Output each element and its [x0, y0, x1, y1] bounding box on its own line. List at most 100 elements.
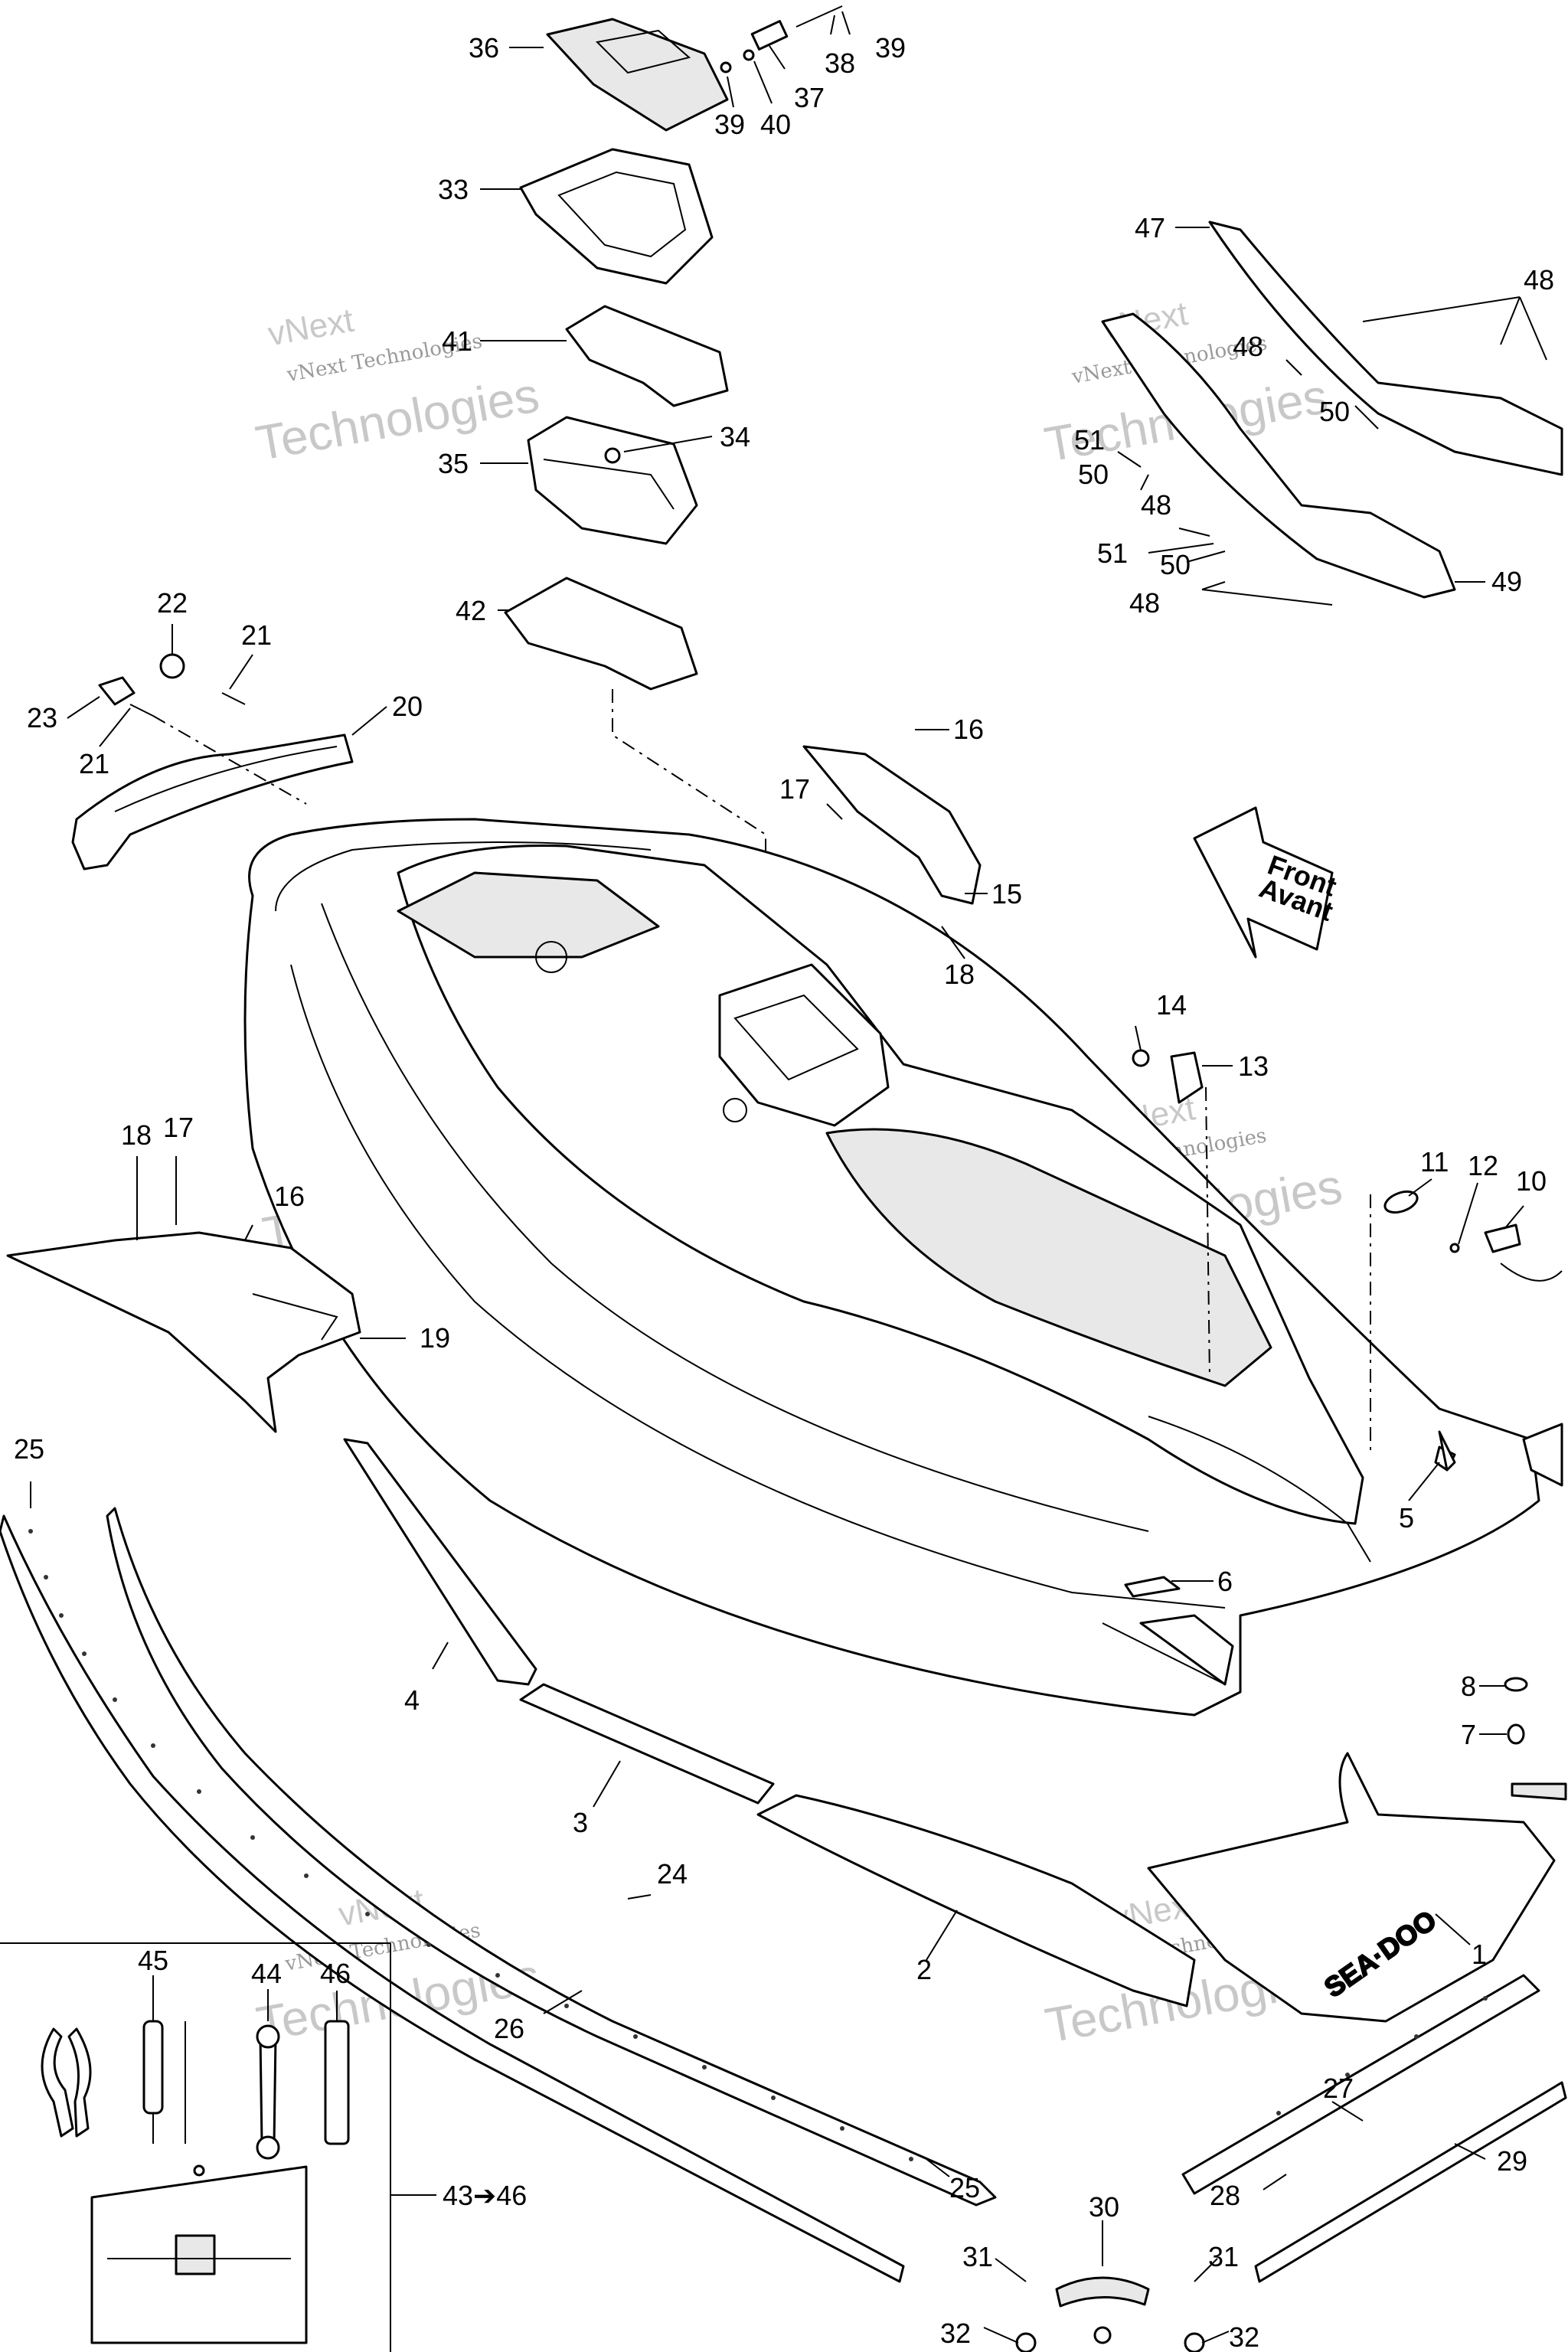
callout-47: 47 [1135, 212, 1165, 243]
callout-34: 34 [720, 421, 750, 452]
callout-16: 16 [953, 714, 984, 745]
callout-20: 20 [392, 691, 423, 722]
bracket [1170, 1051, 1204, 1104]
drain-plug-washer [1507, 1723, 1525, 1745]
callout-14: 14 [1156, 989, 1187, 1021]
callout-12: 12 [1468, 1150, 1498, 1181]
storage-bin [527, 416, 698, 545]
callout-46: 46 [320, 1958, 351, 1989]
callout-33: 33 [438, 174, 469, 205]
decal-5 [1438, 1430, 1456, 1472]
callout-45: 45 [138, 1945, 168, 1976]
callout-16-b: 16 [274, 1181, 305, 1212]
rail-cap [1055, 2276, 1150, 2308]
vent-panel-left [6, 1231, 361, 1433]
decals: SEA·DOO [343, 1430, 1567, 2023]
wrench-icon [259, 2035, 277, 2145]
callout-36: 36 [469, 32, 499, 64]
callout-30: 30 [1089, 2191, 1119, 2223]
callout-labels: 36 38 39 37 39 40 33 41 34 35 42 22 21 2… [14, 32, 1554, 2352]
callout-11: 11 [1420, 1146, 1449, 1178]
vent-panel-right [802, 745, 982, 905]
callout-48-c: 48 [1141, 489, 1171, 521]
storage-assembly [504, 5, 843, 1011]
pliers-icon [41, 2027, 74, 2138]
callout-27: 27 [1323, 2073, 1354, 2104]
callout-48-b: 48 [1233, 331, 1263, 362]
bin-seal [504, 577, 698, 691]
callout-2: 2 [916, 1954, 932, 1985]
front-side-panels [1101, 220, 1563, 599]
pouch-logo [175, 2234, 216, 2275]
callout-15: 15 [991, 878, 1022, 910]
rail-29 [1254, 2081, 1567, 2283]
callout-39: 39 [875, 32, 906, 64]
decal-3 [519, 1683, 775, 1805]
hull-fittings [1132, 1049, 1563, 1487]
front-compartment [825, 1128, 1272, 1387]
callout-32: 32 [940, 2318, 971, 2349]
callout-13: 13 [1238, 1050, 1269, 1082]
callout-35: 35 [438, 448, 469, 479]
rear-grab-handle [71, 653, 354, 871]
callout-31-b: 31 [1208, 2241, 1239, 2272]
callout-10: 10 [1516, 1165, 1547, 1197]
callout-29: 29 [1497, 2145, 1527, 2177]
grab-handle [71, 733, 354, 871]
callout-18-b: 18 [121, 1119, 152, 1151]
screwdriver-icon [142, 2020, 164, 2115]
nut [159, 653, 185, 679]
callout-50: 50 [1319, 396, 1350, 427]
callout-19: 19 [420, 1322, 450, 1354]
callout-21: 21 [241, 619, 272, 651]
callout-23: 23 [27, 702, 57, 733]
front-panel-upper [1208, 220, 1563, 476]
callout-48-d: 48 [1129, 587, 1160, 619]
side-vent-panels [6, 745, 982, 1433]
callout-38: 38 [825, 47, 855, 79]
front-panel-lower [1101, 312, 1456, 599]
callout-50-b: 50 [1078, 459, 1109, 490]
socket-wrench-icon [324, 2020, 350, 2145]
leader-lines [30, 11, 1547, 2344]
callout-51: 51 [1074, 424, 1105, 456]
callout-49: 49 [1491, 566, 1522, 597]
rail-24 [106, 1507, 997, 2207]
callout-22: 22 [157, 587, 188, 619]
decal-4 [343, 1438, 537, 1686]
callout-8: 8 [1461, 1671, 1476, 1702]
callout-37: 37 [794, 82, 825, 113]
rail-26 [0, 1514, 905, 2283]
callout-26: 26 [494, 2013, 524, 2044]
callout-48: 48 [1524, 264, 1554, 296]
watermark-brand: vNext [265, 302, 356, 354]
hinge-bracket [750, 20, 789, 51]
callout-17: 17 [779, 773, 810, 805]
callout-32-b: 32 [1229, 2321, 1259, 2352]
decal-6 [1124, 1576, 1181, 1598]
callout-28: 28 [1210, 2180, 1240, 2211]
rail-rivets [28, 1529, 1488, 2161]
storage-lid [546, 18, 729, 132]
callout-4: 4 [404, 1684, 420, 1716]
drain-plug-cap [1504, 1677, 1528, 1692]
callout-3: 3 [573, 1807, 588, 1838]
storage-bezel [519, 148, 714, 285]
callout-41: 41 [442, 325, 472, 357]
bumper-rails [0, 1507, 1567, 2352]
rail-27 [1181, 1974, 1540, 2195]
callout-21-b: 21 [79, 748, 109, 779]
callout-25: 25 [14, 1433, 44, 1465]
decal-1 [1147, 1752, 1556, 2023]
callout-40: 40 [760, 109, 791, 140]
callout-18: 18 [944, 959, 975, 990]
callout-25-b: 25 [949, 2172, 980, 2203]
callout-51-b: 51 [1097, 537, 1128, 569]
storage-gasket [565, 305, 729, 407]
decal-2 [756, 1794, 1196, 2007]
callout-44: 44 [251, 1958, 282, 1989]
callout-50-c: 50 [1160, 549, 1191, 580]
callout-7: 7 [1461, 1719, 1476, 1750]
callout-31: 31 [962, 2241, 993, 2272]
